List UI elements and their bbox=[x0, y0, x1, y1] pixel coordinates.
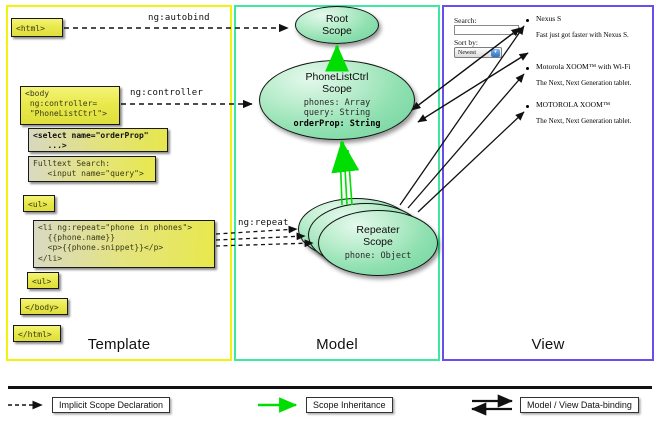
phonelistctrl-scope-title-line1: PhoneListCtrl bbox=[305, 70, 369, 83]
edge-label-repeat: ng:repeat bbox=[238, 218, 289, 228]
view-sort-select-value: Newest bbox=[458, 50, 476, 56]
template-box-html-open: <html> bbox=[11, 18, 63, 37]
legend-scope-inheritance: Scope Inheritance bbox=[306, 397, 393, 413]
root-scope-ellipse: Root Scope bbox=[295, 6, 379, 44]
view-search-label: Search: bbox=[454, 16, 477, 25]
root-scope-title: Root Scope bbox=[322, 13, 352, 37]
view-phone-snippet: The Next, Next Generation tablet. bbox=[536, 79, 632, 87]
phonelistctrl-scope-title-line2: Scope bbox=[322, 82, 352, 95]
view-phone-snippet: The Next, Next Generation tablet. bbox=[536, 117, 632, 125]
template-box-body-open: <body ng:controller= "PhoneListCtrl"> bbox=[20, 86, 120, 125]
view-phone-name[interactable]: Motorola XOOM™ with Wi-Fi bbox=[536, 62, 631, 71]
list-bullet bbox=[526, 67, 529, 70]
view-search-input[interactable] bbox=[454, 25, 519, 35]
phonelistctrl-scope-ellipse: PhoneListCtrl Scope phones: Array query:… bbox=[259, 60, 415, 140]
scope-prop-query: query: String bbox=[303, 108, 371, 119]
repeater-scope-props: phone: Object bbox=[345, 251, 412, 262]
edge-label-autobind: ng:autobind bbox=[148, 13, 210, 23]
template-box-fulltext-search: Fulltext Search: <input name="query"> bbox=[28, 156, 156, 182]
repeater-scope-title: Repeater Scope bbox=[356, 224, 399, 248]
legend-implicit-scope-declaration: Implicit Scope Declaration bbox=[52, 397, 171, 413]
scope-prop-phone: phone: Object bbox=[344, 251, 412, 262]
repeater-scope-title-line1: Repeater bbox=[356, 224, 400, 237]
legend: Implicit Scope Declaration Scope Inherit… bbox=[0, 386, 660, 421]
panel-view: View bbox=[442, 5, 654, 361]
legend-model-view-data-binding: Model / View Data-binding bbox=[520, 397, 639, 413]
template-box-ul-close: <ul> bbox=[27, 272, 59, 289]
phonelistctrl-scope-props: phones: Array query: String orderProp: S… bbox=[294, 98, 381, 130]
chevron-down-icon: ▾ bbox=[491, 49, 500, 57]
template-box-li-repeat: <li ng:repeat="phone in phones"> {{phone… bbox=[33, 220, 215, 268]
view-sort-label: Sort by: bbox=[454, 38, 478, 47]
template-box-body-close: </body> bbox=[20, 298, 68, 315]
template-box-select: <select name="orderProp" ...> bbox=[28, 128, 168, 152]
repeater-scope-ellipse: Repeater Scope phone: Object bbox=[318, 210, 438, 276]
root-scope-title-line1: Root bbox=[325, 12, 349, 25]
view-phone-name[interactable]: Nexus S bbox=[536, 14, 562, 23]
panel-model-label: Model bbox=[316, 336, 358, 353]
template-box-html-close: </html> bbox=[13, 325, 61, 342]
template-box-ul-open: <ul> bbox=[23, 195, 55, 212]
phonelistctrl-scope-title: PhoneListCtrl Scope bbox=[305, 71, 368, 95]
view-sort-select[interactable]: Newest ▾ bbox=[454, 47, 502, 58]
panel-model: Model bbox=[234, 5, 440, 361]
edge-label-controller: ng:controller bbox=[130, 88, 204, 98]
view-phone-name[interactable]: MOTOROLA XOOM™ bbox=[536, 100, 611, 109]
repeater-scope-title-line2: Scope bbox=[363, 236, 393, 249]
panel-view-label: View bbox=[531, 336, 565, 353]
list-bullet bbox=[526, 105, 529, 108]
legend-arrows bbox=[8, 394, 514, 416]
list-bullet bbox=[526, 19, 529, 22]
scope-prop-phones: phones: Array bbox=[303, 97, 371, 108]
view-phone-snippet: Fast just got faster with Nexus S. bbox=[536, 31, 629, 39]
legend-divider bbox=[8, 386, 652, 389]
root-scope-title-line2: Scope bbox=[322, 25, 352, 37]
scope-prop-orderprop: orderProp: String bbox=[293, 118, 381, 129]
panel-template-label: Template bbox=[87, 336, 151, 353]
